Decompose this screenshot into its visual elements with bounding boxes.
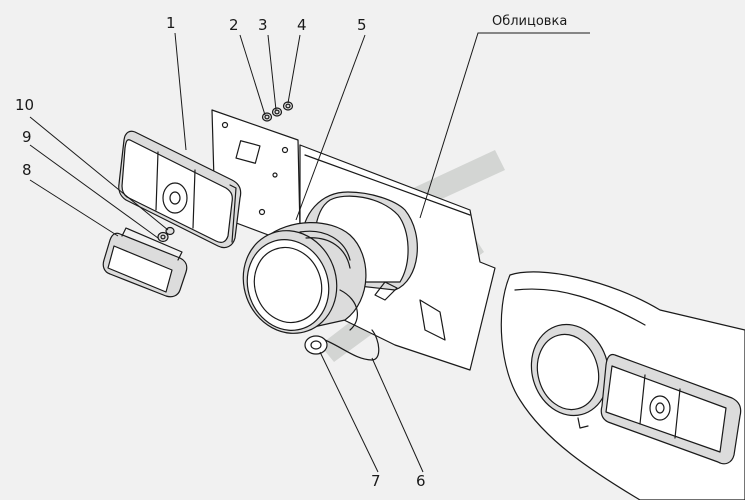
- callout-8: 8: [22, 161, 32, 179]
- washer-9: [157, 231, 169, 243]
- leader-lines: [29, 32, 590, 473]
- callout-9: 9: [22, 128, 32, 146]
- callout-4: 4: [297, 16, 307, 34]
- callout-6: 6: [416, 472, 426, 490]
- assembled-view: [500, 271, 745, 500]
- facing-label: Облицовка: [492, 14, 568, 29]
- wire-6: [319, 329, 380, 361]
- headlamp: [242, 222, 367, 334]
- lamp-lens-8: [102, 227, 188, 298]
- nut-10: [165, 226, 175, 236]
- nut-3: [271, 107, 283, 117]
- callout-2: 2: [229, 16, 239, 34]
- callout-1: 1: [166, 14, 176, 32]
- nut-4: [282, 101, 294, 111]
- side-lamp: [118, 130, 242, 249]
- callout-7: 7: [371, 472, 381, 490]
- callout-5: 5: [357, 16, 367, 34]
- callout-10: 10: [15, 96, 35, 114]
- callout-3: 3: [258, 16, 268, 34]
- connector-7: [304, 335, 328, 355]
- nut-2: [261, 112, 273, 122]
